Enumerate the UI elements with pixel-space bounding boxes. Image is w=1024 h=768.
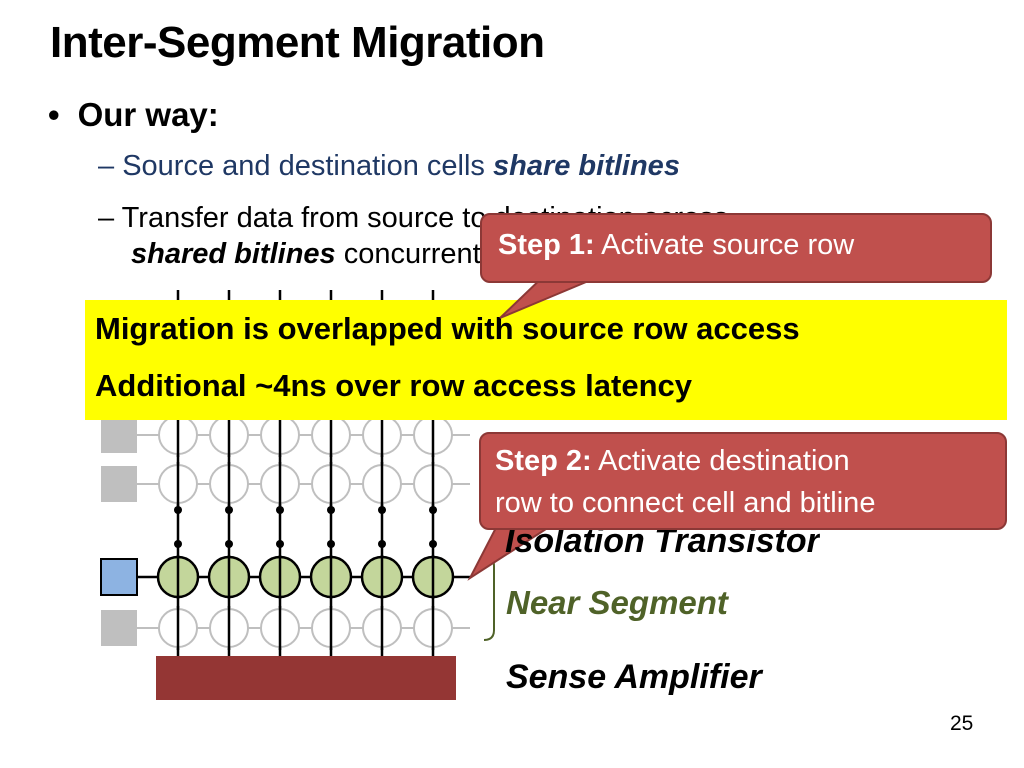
- sub1-emphasis: share bitlines: [492, 150, 680, 182]
- step2-callout: Step 2: Activate destination row to conn…: [479, 432, 1007, 530]
- slide-title: Inter-Segment Migration: [50, 18, 545, 67]
- sub2-rest: concurrently: [335, 238, 502, 270]
- banner-line-2: Additional ~4ns over row access latency: [95, 368, 692, 403]
- isolation-dot: [327, 540, 335, 548]
- sense-amplifier: [156, 656, 456, 700]
- sense-amplifier-label: Sense Amplifier: [506, 658, 762, 696]
- isolation-dot: [174, 540, 182, 548]
- highlight-banner: Migration is overlapped with source row …: [85, 300, 1007, 420]
- step2-label: Step 2:: [495, 445, 592, 477]
- isolation-dot: [225, 506, 233, 514]
- bullet-dot-icon: •: [48, 96, 60, 133]
- step2-text-2: row to connect cell and bitline: [495, 487, 876, 519]
- banner-line-1: Migration is overlapped with source row …: [95, 311, 800, 346]
- isolation-dot: [429, 540, 437, 548]
- isolation-dot: [327, 506, 335, 514]
- isolation-dot: [429, 506, 437, 514]
- dash-icon: –: [98, 202, 122, 234]
- page-number: 25: [950, 712, 974, 735]
- cell-row: [101, 413, 470, 457]
- wordline-driver: [101, 610, 137, 646]
- isolation-dot: [225, 540, 233, 548]
- bullet-label: Our way:: [77, 96, 219, 133]
- step1-label: Step 1:: [498, 229, 595, 261]
- step1-text: Activate source row: [601, 229, 855, 261]
- sub-bullet-1: – Source and destination cells share bit…: [98, 150, 680, 183]
- cell-rows: [100, 413, 470, 650]
- dash-icon: –: [98, 150, 123, 182]
- cell-row: [101, 606, 470, 650]
- cell-row: [101, 462, 470, 506]
- bullet-our-way: • Our way:: [48, 96, 219, 134]
- step1-callout: Step 1: Activate source row: [480, 213, 992, 283]
- near-segment-label: Near Segment: [506, 584, 728, 621]
- wordline-driver: [101, 417, 137, 453]
- isolation-dot: [378, 540, 386, 548]
- source-row: [100, 555, 470, 599]
- sub2-emphasis: shared bitlines: [131, 238, 336, 270]
- isolation-dot: [276, 506, 284, 514]
- wordline-driver: [101, 466, 137, 502]
- isolation-dot: [174, 506, 182, 514]
- source-wordline-driver: [100, 558, 138, 596]
- isolation-dot: [276, 540, 284, 548]
- step2-text-1: Activate destination: [598, 445, 850, 477]
- isolation-dot: [378, 506, 386, 514]
- sub1-text: Source and destination cells: [122, 150, 493, 182]
- isolation-transistors: [174, 506, 437, 548]
